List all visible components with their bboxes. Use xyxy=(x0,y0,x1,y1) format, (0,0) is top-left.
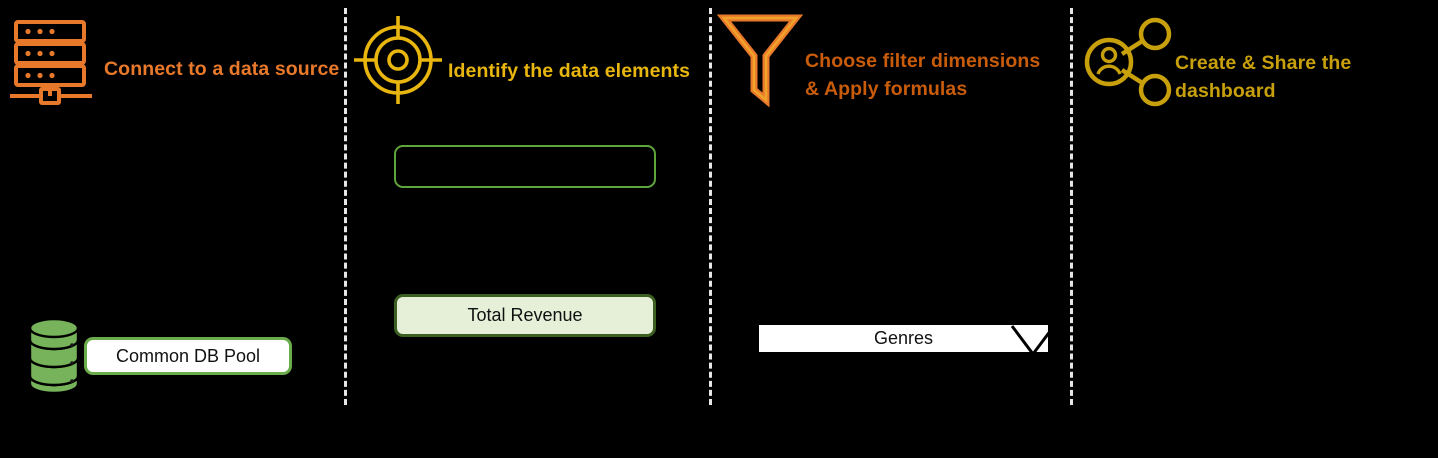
step-title-connect-data-source: Connect to a data source xyxy=(104,58,340,80)
total-revenue-label: Total Revenue xyxy=(467,305,583,325)
divider-3 xyxy=(1070,8,1073,405)
funnel-filter-icon xyxy=(714,8,809,118)
divider-1 xyxy=(344,8,347,405)
genres-dropdown-label: Genres xyxy=(873,328,934,348)
common-db-pool-label: Common DB Pool xyxy=(115,345,261,366)
genres-dropdown[interactable]: Genres xyxy=(759,325,1048,352)
share-network-icon xyxy=(1082,12,1177,117)
divider-2 xyxy=(709,8,712,405)
step-title-choose-filters: Choose filter dimensions & Apply formula… xyxy=(805,50,1041,100)
target-crosshair-icon xyxy=(350,10,450,115)
step-title-create-share-dashboard: Create & Share the dashboard xyxy=(1175,52,1352,102)
database-cylinder-icon xyxy=(24,317,94,405)
data-element-total-revenue[interactable]: Total Revenue xyxy=(394,294,656,337)
common-db-pool-pill[interactable]: Common DB Pool xyxy=(84,337,292,375)
step-title-identify-data-elements: Identify the data elements xyxy=(448,60,691,82)
data-element-empty-field[interactable] xyxy=(394,145,656,188)
server-icon xyxy=(8,16,98,111)
